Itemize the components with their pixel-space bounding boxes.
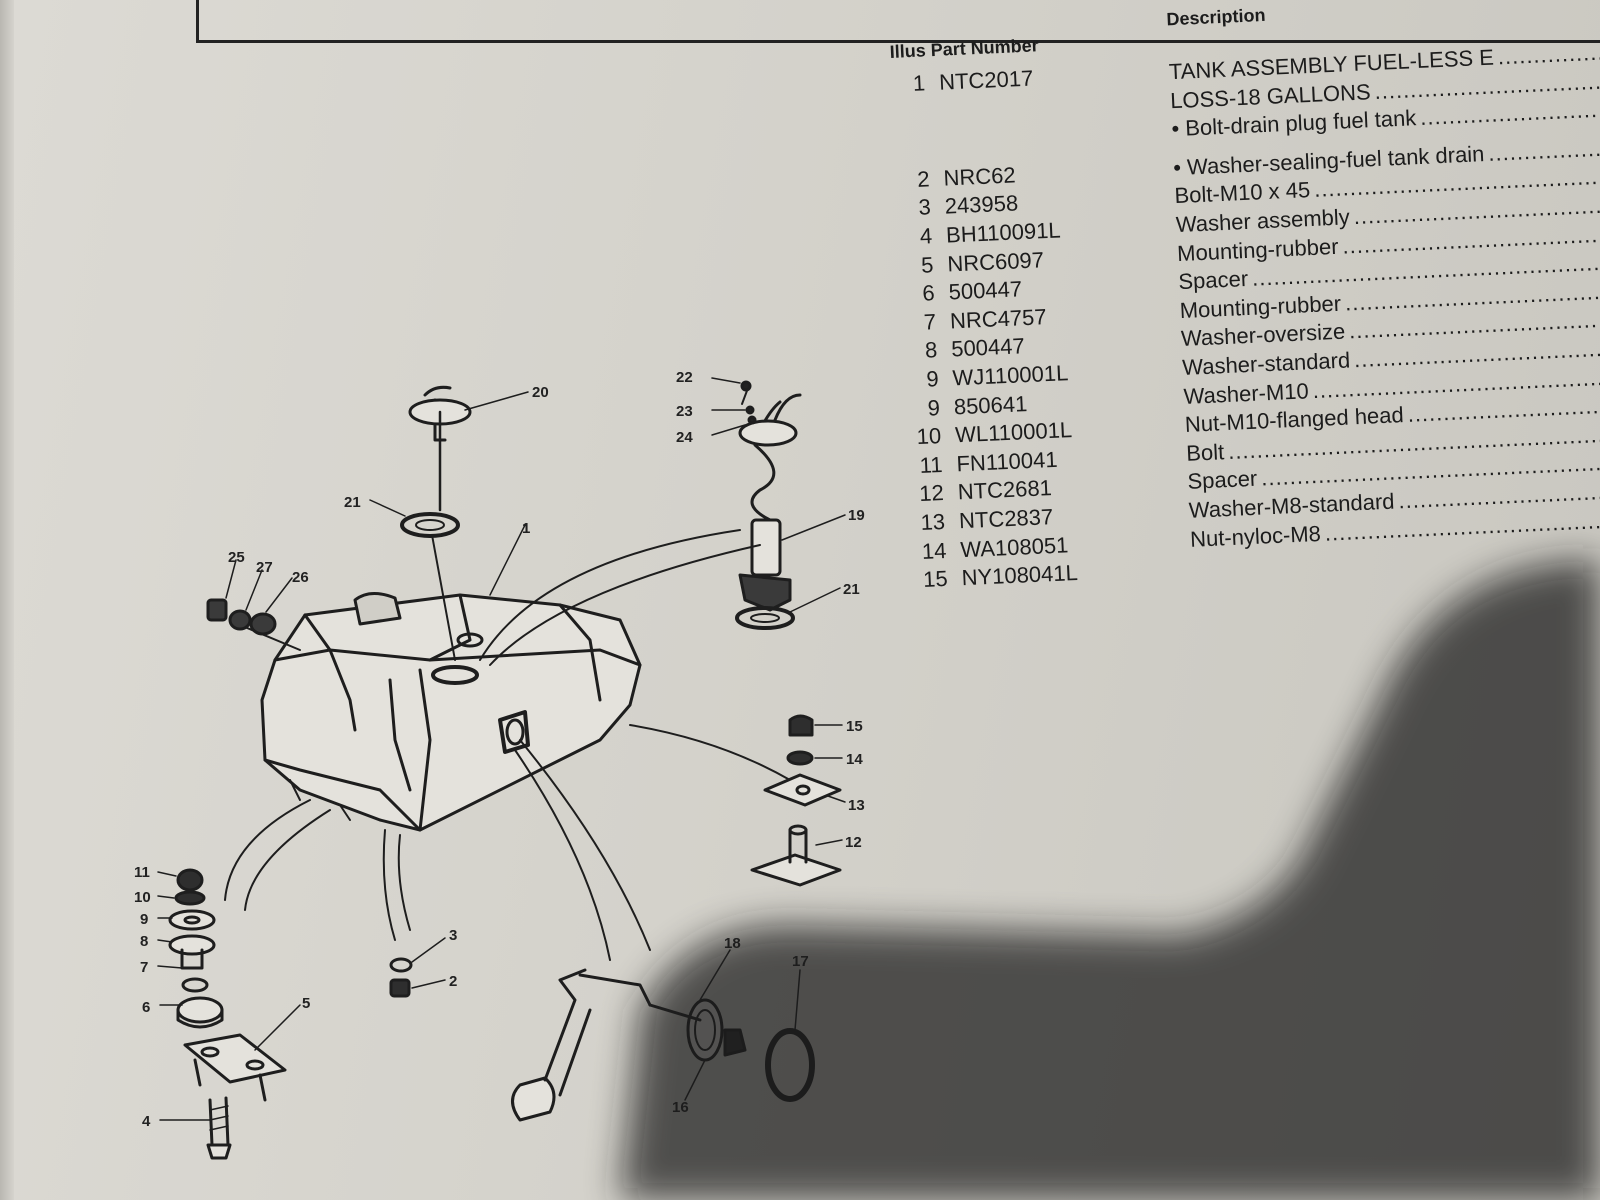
fuel-pump [735,380,802,630]
callout-12: 12 [845,834,862,851]
drain-plug-group [206,598,277,636]
callout-11: 11 [134,864,150,881]
callout-9: 9 [140,911,148,928]
callout-23: 23 [676,403,693,420]
callout-18: 18 [724,935,741,952]
callout-21-lower: 21 [843,581,860,598]
mounting-stud-group [750,714,842,887]
callout-14: 14 [846,751,863,768]
page-binding-edge [0,0,14,1200]
callout-13: 13 [848,797,865,814]
callout-6: 6 [142,999,150,1016]
callout-4: 4 [142,1113,151,1130]
tank-mount-stack [168,868,287,1160]
callout-19: 19 [848,507,865,524]
callout-7: 7 [140,959,148,976]
callout-27: 27 [256,559,273,576]
callout-22: 22 [676,369,693,386]
callout-20: 20 [532,384,549,401]
callout-26: 26 [292,569,309,586]
callout-16: 16 [672,1099,689,1116]
callout-2: 2 [449,973,457,990]
fuel-outlet-group [511,968,815,1122]
callout-10: 10 [134,889,151,906]
callout-21-upper: 21 [344,494,361,511]
callout-3: 3 [449,927,457,944]
gauge-sender-unit [400,385,472,661]
callout-1: 1 [522,520,530,537]
callout-5: 5 [302,995,310,1012]
callout-25: 25 [228,549,245,566]
callout-15: 15 [846,718,863,735]
callout-8: 8 [140,933,148,950]
fuel-tank [260,592,642,832]
drain-washer-group [389,957,413,998]
callout-17: 17 [792,953,809,970]
title-frame [196,0,1600,43]
callout-24: 24 [676,429,693,446]
